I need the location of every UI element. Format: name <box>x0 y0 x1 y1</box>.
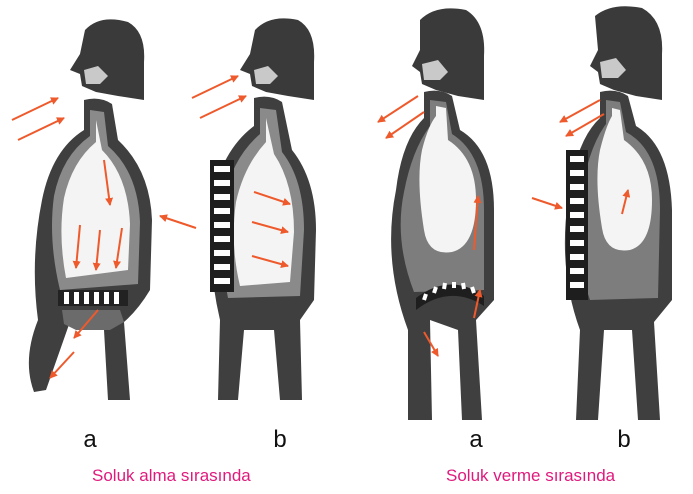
head <box>590 6 662 100</box>
arrow-icon <box>192 76 238 98</box>
rib-stripes <box>214 166 230 284</box>
head <box>70 19 144 100</box>
arrow-icon <box>160 216 196 228</box>
figure-inhale-a <box>29 19 152 400</box>
head <box>240 18 314 100</box>
caption-inhale: Soluk alma sırasında <box>92 466 251 486</box>
arrow-icon <box>200 96 246 118</box>
arrow-icon <box>378 96 418 122</box>
figure-label-exhale-a: a <box>456 426 496 454</box>
abdomen <box>62 310 124 330</box>
caption-exhale: Soluk verme sırasında <box>446 466 615 486</box>
arrow-icon <box>18 118 64 140</box>
figure-exhale-b <box>565 6 672 420</box>
figure-inhale-b <box>210 18 316 400</box>
figure-exhale-a <box>391 8 494 420</box>
arrow-icon <box>12 98 58 120</box>
figure-label-inhale-b: b <box>260 426 300 454</box>
figure-label-inhale-a: a <box>70 426 110 454</box>
figure-label-exhale-b: b <box>604 426 644 454</box>
arrow-icon <box>532 198 562 208</box>
head <box>412 8 484 100</box>
